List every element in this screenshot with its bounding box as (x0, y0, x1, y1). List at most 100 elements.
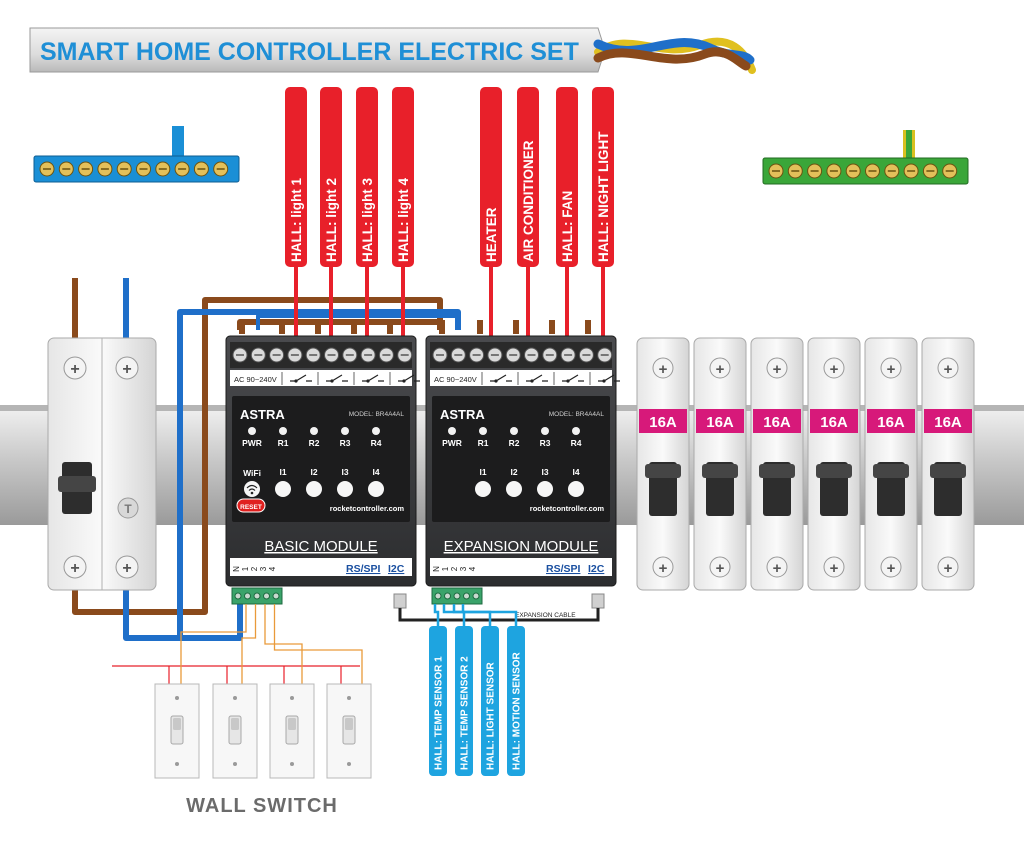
breaker-rating: 16A (763, 414, 791, 431)
model-label: MODEL: BR4A4AL (349, 411, 405, 418)
breaker-16a: ++16A (807, 337, 861, 591)
breaker-rating: 16A (649, 414, 677, 431)
input-label: I4 (572, 467, 579, 477)
svg-text:+: + (716, 560, 725, 577)
relay-contact-icon (566, 379, 570, 383)
load-label: HALL: FAN (560, 191, 575, 262)
breaker-rating: 16A (877, 414, 905, 431)
relay-contact-icon (494, 379, 498, 383)
switch-signal-wire (241, 604, 257, 684)
input-terminal-block (431, 587, 483, 605)
breaker-rating: 16A (820, 414, 848, 431)
input-button[interactable] (475, 481, 491, 497)
led-label: R1 (478, 438, 489, 448)
load-label: HALL: light 1 (289, 178, 304, 262)
terminal-label: 3 (459, 566, 468, 571)
load-tag (480, 87, 502, 267)
sensor-label: HALL: TEMP SENSOR 1 (434, 656, 445, 770)
terminal-label: 2 (250, 566, 259, 571)
relay-contact-icon (366, 379, 370, 383)
page-title: SMART HOME CONTROLLER ELECTRIC SET (40, 38, 579, 66)
load-label: AIR CONDITIONER (521, 140, 536, 262)
port-label-i2c: I2C (588, 563, 605, 575)
input-button[interactable] (306, 481, 322, 497)
wall-switch[interactable] (154, 683, 200, 779)
input-button[interactable] (337, 481, 353, 497)
status-led (572, 427, 580, 435)
expansion-cable: EXPANSION CABLE (393, 593, 605, 622)
title-cable: SMART HOME CONTROLLER ELECTRIC SET (29, 27, 756, 74)
svg-text:+: + (70, 560, 79, 577)
led-label: R2 (309, 438, 320, 448)
led-label: PWR (442, 438, 462, 448)
breaker-toggle[interactable] (873, 462, 909, 516)
module-caption: BASIC MODULE (264, 538, 377, 555)
relay-contact-icon (530, 379, 534, 383)
relay-contact-icon (294, 379, 298, 383)
input-button[interactable] (537, 481, 553, 497)
brand-label: ASTRA (240, 407, 285, 422)
svg-text:+: + (887, 361, 896, 378)
wall-switch[interactable] (326, 683, 372, 779)
led-label: R3 (340, 438, 351, 448)
expansion-cable-label: EXPANSION CABLE (515, 612, 576, 619)
terminal-label: N (232, 566, 241, 572)
port-label-i2c: I2C (388, 563, 405, 575)
breaker-16a: ++16A (921, 337, 975, 591)
led-label: R4 (571, 438, 582, 448)
load-label: HALL: NIGHT LIGHT (596, 131, 611, 262)
input-terminal-block (231, 587, 283, 605)
terminal-label: 1 (441, 566, 450, 571)
sensor-wire (452, 604, 492, 628)
website-label: rocketcontroller.com (330, 504, 405, 513)
wall-switch[interactable] (212, 683, 258, 779)
sensor-label: HALL: MOTION SENSOR (512, 651, 523, 770)
terminal-label: 2 (450, 566, 459, 571)
input-label: I1 (479, 467, 486, 477)
led-label: R1 (278, 438, 289, 448)
load-tag (392, 87, 414, 267)
load-tag (285, 87, 307, 267)
breaker-toggle[interactable] (816, 462, 852, 516)
input-button[interactable] (568, 481, 584, 497)
voltage-label: AC 90~240V (234, 375, 277, 384)
switch-signal-wire (180, 604, 247, 684)
input-button[interactable] (506, 481, 522, 497)
svg-text:+: + (830, 560, 839, 577)
module-caption: EXPANSION MODULE (444, 538, 599, 555)
switch-toggle[interactable] (231, 718, 239, 730)
sensor-tag (481, 626, 499, 776)
input-label: I3 (341, 467, 348, 477)
status-led (279, 427, 287, 435)
breaker-toggle[interactable] (702, 462, 738, 516)
breaker-rating: 16A (934, 414, 962, 431)
input-label: I2 (510, 467, 517, 477)
load-tag (592, 87, 614, 267)
led-label: R4 (371, 438, 382, 448)
input-label: I2 (310, 467, 317, 477)
terminal-label: 1 (241, 566, 250, 571)
load-label: HEATER (484, 207, 499, 262)
status-led (510, 427, 518, 435)
switch-toggle[interactable] (288, 718, 296, 730)
input-label: I1 (279, 467, 286, 477)
breaker-toggle[interactable] (759, 462, 795, 516)
switch-toggle[interactable] (173, 718, 181, 730)
earth-bar (762, 130, 969, 185)
switch-toggle[interactable] (345, 718, 353, 730)
load-tag (320, 87, 342, 267)
breaker-toggle[interactable] (645, 462, 681, 516)
reset-button[interactable]: RESET (236, 498, 266, 513)
input-button[interactable] (368, 481, 384, 497)
sensor-wire (461, 604, 518, 628)
led-label: PWR (242, 438, 262, 448)
wall-switch[interactable] (269, 683, 315, 779)
svg-text:+: + (887, 560, 896, 577)
relay-contact-icon (330, 379, 334, 383)
breaker-toggle[interactable] (930, 462, 966, 516)
sensor-label: HALL: LIGHT SENSOR (486, 661, 497, 770)
input-button[interactable] (275, 481, 291, 497)
